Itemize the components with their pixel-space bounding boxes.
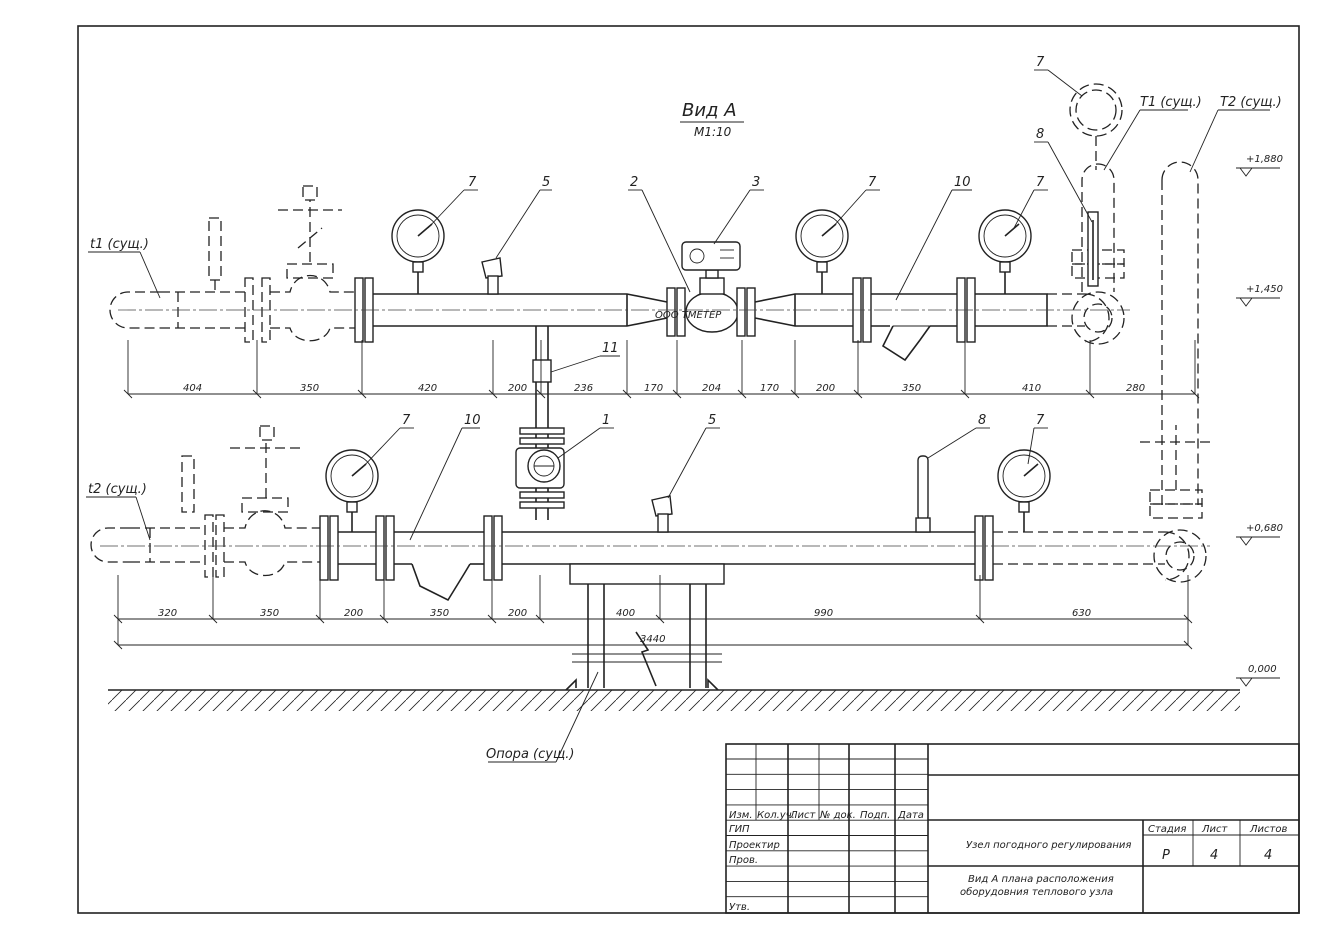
callout-5-b: 5 bbox=[708, 413, 716, 428]
dim-top-6: 170 bbox=[644, 383, 663, 394]
elev-0000: 0,000 bbox=[1248, 664, 1277, 675]
tb-header-list: Лист bbox=[789, 810, 817, 821]
callout-7-f: 7 bbox=[1036, 413, 1045, 428]
elev-0680: +0,680 bbox=[1246, 523, 1283, 534]
callout-7-b: 7 bbox=[868, 175, 877, 190]
callout-8-b: 8 bbox=[978, 413, 986, 428]
drawing-frame bbox=[77, 25, 1300, 914]
dim-bot-3: 200 bbox=[344, 608, 363, 619]
view-title: Вид А bbox=[682, 100, 737, 121]
pipe-support bbox=[565, 563, 725, 691]
pump-bypass bbox=[515, 326, 565, 520]
pressure-sensor-bottom bbox=[651, 495, 673, 533]
callout-7-c: 7 bbox=[1036, 175, 1045, 190]
tb-header-koluch: Кол.уч. bbox=[757, 810, 795, 821]
callout-10-a: 10 bbox=[954, 175, 971, 190]
view-scale: М1:10 bbox=[694, 125, 732, 139]
dim-top-10: 350 bbox=[902, 383, 921, 394]
elev-1880: +1,880 bbox=[1246, 154, 1283, 165]
gauge-top-3 bbox=[978, 209, 1032, 294]
dimension-lines bbox=[118, 393, 1195, 646]
dim-top-4: 200 bbox=[508, 383, 527, 394]
tb-header-podp: Подп. bbox=[860, 810, 890, 821]
callout-2: 2 bbox=[630, 175, 638, 190]
title-block: Изм. Кол.уч. Лист № док. Подп. Дата ГИП … bbox=[725, 743, 1300, 914]
callout-1: 1 bbox=[602, 413, 610, 428]
gauge-bottom-2 bbox=[997, 449, 1051, 532]
meter-label: ООО ТМЕТЕР bbox=[655, 310, 722, 321]
callout-11: 11 bbox=[602, 341, 619, 356]
callout-8-a: 8 bbox=[1036, 127, 1044, 142]
dim-bot-2: 350 bbox=[260, 608, 279, 619]
dim-bot-8: 630 bbox=[1072, 608, 1091, 619]
elev-1450: +1,450 bbox=[1246, 284, 1283, 295]
pressure-sensor-top bbox=[481, 257, 503, 295]
tb-sheets-count: 4 bbox=[1264, 848, 1272, 863]
dim-values-top: 404 350 420 200 236 170 204 170 200 350 … bbox=[183, 383, 1145, 394]
tb-header-data: Дата bbox=[897, 810, 924, 821]
label-T1: T1 (сущ.) bbox=[1140, 95, 1202, 110]
tb-role-gip: ГИП bbox=[729, 824, 750, 835]
thermometer-bottom bbox=[915, 455, 931, 533]
dim-top-1: 404 bbox=[183, 383, 202, 394]
tb-sheet-num: 4 bbox=[1210, 848, 1218, 863]
tb-header-doc: № док. bbox=[819, 810, 856, 821]
dim-top-9: 200 bbox=[816, 383, 835, 394]
elevation-marks: +1,880 +1,450 +0,680 0,000 bbox=[1236, 154, 1283, 687]
dim-top-2: 350 bbox=[300, 383, 319, 394]
dim-bot-1: 320 bbox=[158, 608, 177, 619]
tb-sheet-title-2: оборудовния теплового узла bbox=[960, 886, 1113, 898]
tb-sheets-header: Листов bbox=[1249, 824, 1287, 835]
tb-stage-header: Стадия bbox=[1148, 824, 1186, 835]
dim-ticks-top bbox=[123, 340, 1200, 399]
dim-top-8: 170 bbox=[760, 383, 779, 394]
callout-7-d: 7 bbox=[1036, 55, 1045, 70]
dim-ticks-bottom bbox=[113, 575, 1193, 650]
gauge-top-2 bbox=[795, 209, 849, 294]
pipe-labels: t1 (сущ.) t2 (сущ.) T1 (сущ.) T2 (сущ.) … bbox=[86, 95, 1282, 763]
tb-role-proektir: Проектир bbox=[729, 840, 780, 851]
callout-3: 3 bbox=[752, 175, 760, 190]
dim-values-bottom: 320 350 200 350 200 400 990 630 3440 bbox=[158, 608, 1091, 645]
dim-top-3: 420 bbox=[418, 383, 437, 394]
gauge-bottom-1 bbox=[325, 449, 379, 532]
label-T2: T2 (сущ.) bbox=[1220, 95, 1282, 110]
dim-bot-6: 400 bbox=[616, 608, 635, 619]
callout-7-a: 7 bbox=[468, 175, 477, 190]
actuator-box bbox=[681, 241, 741, 271]
tb-role-utv: Утв. bbox=[729, 902, 750, 913]
dim-top-11: 410 bbox=[1022, 383, 1041, 394]
dim-top-12: 280 bbox=[1126, 383, 1145, 394]
label-t1: t1 (сущ.) bbox=[90, 237, 149, 252]
supply-pipeline: ООО ТМЕТЕР bbox=[109, 83, 1199, 505]
tb-sheet-title-1: Вид А плана расположения bbox=[968, 874, 1114, 885]
tb-role-prov: Пров. bbox=[729, 855, 758, 866]
dim-total: 3440 bbox=[640, 634, 665, 645]
dim-bot-7: 990 bbox=[814, 608, 833, 619]
callout-5-a: 5 bbox=[542, 175, 550, 190]
callout-7-e: 7 bbox=[402, 413, 411, 428]
dim-top-5: 236 bbox=[574, 383, 593, 394]
callouts: 7 5 2 3 7 10 7 7 8 11 7 10 1 5 8 7 bbox=[361, 55, 1093, 541]
tb-sheet-header: Лист bbox=[1201, 824, 1229, 835]
dim-bot-4: 350 bbox=[430, 608, 449, 619]
tb-stage: Р bbox=[1162, 848, 1170, 863]
dim-bot-5: 200 bbox=[508, 608, 527, 619]
gauge-top-1 bbox=[391, 209, 445, 294]
tb-project: Узел погодного регулирования bbox=[966, 840, 1131, 851]
label-t2: t2 (сущ.) bbox=[88, 482, 147, 497]
tb-header-izm: Изм. bbox=[729, 810, 753, 821]
ground-line bbox=[108, 689, 1240, 713]
dim-top-7: 204 bbox=[702, 383, 721, 394]
label-support: Опора (сущ.) bbox=[486, 747, 574, 762]
callout-10-b: 10 bbox=[464, 413, 481, 428]
